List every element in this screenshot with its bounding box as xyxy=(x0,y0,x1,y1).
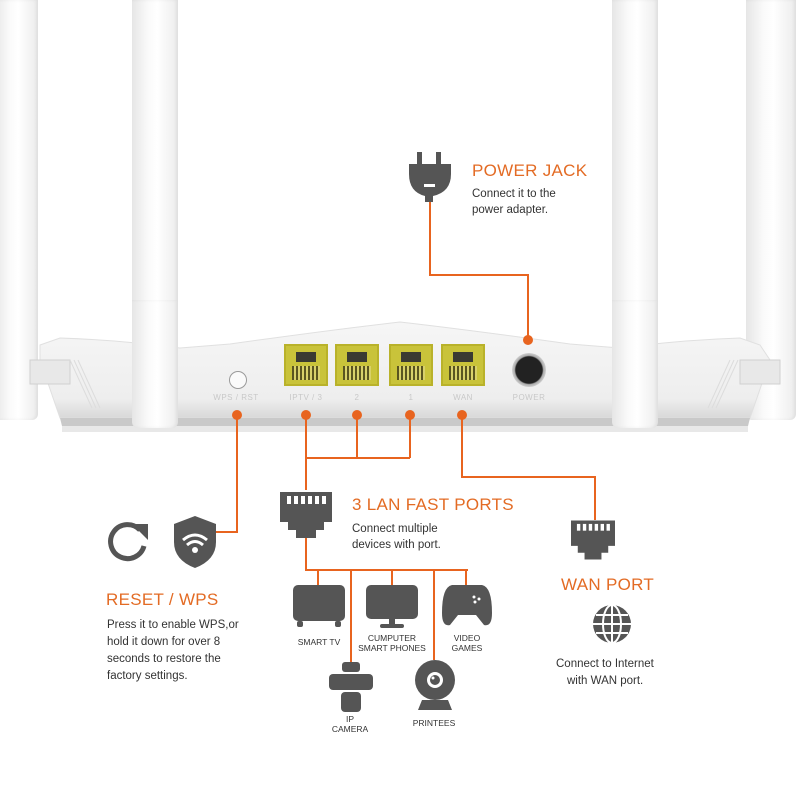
port-label-lan2: 2 xyxy=(354,393,360,402)
lan-port-1[interactable] xyxy=(389,344,433,386)
wan-desc-1: Connect to Internet xyxy=(556,658,654,670)
power-jack-desc-2: power adapter. xyxy=(472,204,549,216)
power-jack-title: POWER JACK xyxy=(472,161,588,180)
device-label-ip: IP xyxy=(345,714,355,724)
wps-reset-button[interactable] xyxy=(229,371,247,389)
antenna-right-inner-front xyxy=(612,300,658,428)
device-label-printees: PRINTEES xyxy=(412,718,456,728)
device-label-games-1: VIDEO xyxy=(453,633,481,643)
lan-port-3[interactable] xyxy=(284,344,328,386)
antenna-left-outer xyxy=(0,0,38,420)
monitor-icon xyxy=(366,585,418,628)
printer-icon xyxy=(329,662,373,712)
webcam-icon xyxy=(415,660,455,710)
wan-port[interactable] xyxy=(441,344,485,386)
lan-ethernet-icon xyxy=(280,492,332,538)
tv-icon xyxy=(293,585,345,627)
reset-desc-3: seconds to restore the xyxy=(107,653,221,665)
reset-desc-1: Press it to enable WPS,or xyxy=(107,619,239,631)
device-label-games-2: GAMES xyxy=(451,643,483,653)
globe-icon xyxy=(593,604,631,644)
lan-port-2[interactable] xyxy=(335,344,379,386)
lan3-dot xyxy=(301,410,311,420)
device-label-computer-1: CUMPUTER xyxy=(367,633,417,643)
reset-desc-2: hold it down for over 8 xyxy=(107,636,221,648)
device-label-camera: CAMERA xyxy=(331,724,369,734)
plug-icon xyxy=(409,152,451,202)
wps-dot xyxy=(232,410,242,420)
lan-title: 3 LAN FAST PORTS xyxy=(352,495,514,514)
antenna-left-inner-front xyxy=(132,300,178,428)
device-label-computer-2: SMART PHONES xyxy=(358,643,426,653)
wan-desc-2: with WAN port. xyxy=(567,675,644,687)
lan-desc-2: devices with port. xyxy=(352,539,441,551)
wan-title: WAN PORT xyxy=(561,575,655,594)
power-jack-desc-1: Connect it to the xyxy=(472,188,556,200)
reset-title: RESET / WPS xyxy=(106,590,219,609)
lan-desc-1: Connect multiple xyxy=(352,523,438,535)
port-label-lan1: 1 xyxy=(408,393,414,402)
refresh-icon xyxy=(108,522,148,562)
device-label-smart-tv: SMART TV xyxy=(297,637,341,647)
wan-dot xyxy=(457,410,467,420)
port-label-wan: WAN xyxy=(453,393,473,402)
reset-desc-4: factory settings. xyxy=(107,670,188,682)
port-label-lan3: IPTV / 3 xyxy=(289,393,323,402)
power-dot xyxy=(523,335,533,345)
port-label-wps: WPS / RST xyxy=(213,393,259,402)
wan-ethernet-icon xyxy=(571,520,615,560)
gamepad-icon xyxy=(442,585,492,626)
lan1-dot xyxy=(405,410,415,420)
port-label-power: POWER xyxy=(512,393,546,402)
lan2-dot xyxy=(352,410,362,420)
power-jack[interactable] xyxy=(512,353,546,387)
wifi-shield-icon xyxy=(174,516,216,568)
